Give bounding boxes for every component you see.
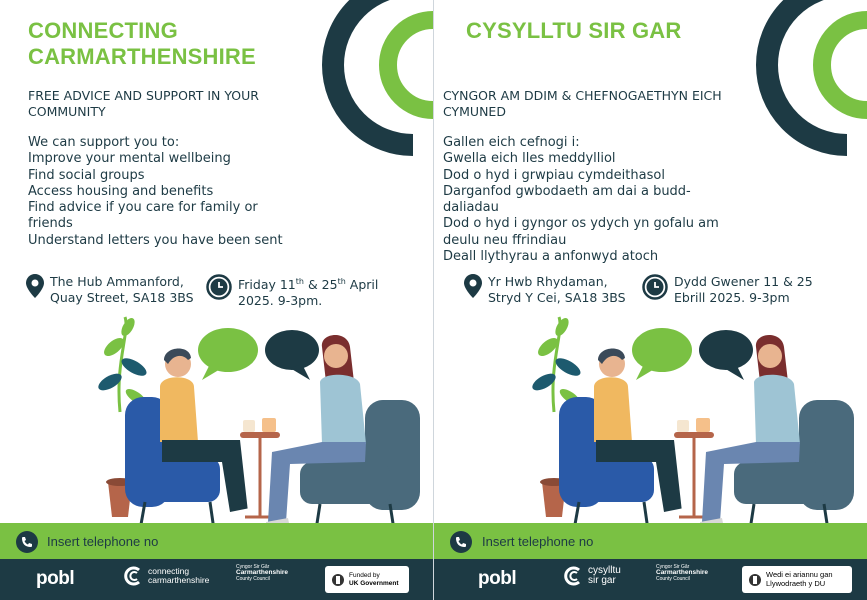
crest-icon: [332, 573, 344, 586]
pobl-logo: pobl: [36, 568, 75, 589]
support-intro: We can support you to:: [28, 135, 180, 150]
location: The Hub Ammanford, Quay Street, SA18 3BS: [26, 274, 194, 306]
two-people-chatting-illustration: [98, 316, 420, 531]
welsh-poster: CYSYLLTU SIR GAR CYNGOR AM DDIM & CHEFNO…: [434, 0, 867, 600]
support-list: Gallen eich cefnogi i: Gwella eich lles …: [443, 135, 743, 265]
map-pin-icon: [26, 274, 44, 298]
support-item: Find advice if you care for family or fr…: [28, 200, 258, 232]
location-line: The Hub Ammanford,: [50, 274, 184, 289]
poster-title: CYSYLLTU SIR GAR: [466, 18, 682, 43]
phone-icon: [450, 531, 472, 553]
support-item: Dod o hyd i gyngor os ydych yn gofalu am…: [443, 216, 719, 248]
decorative-arcs: [756, 0, 867, 156]
telephone-bar: [434, 523, 867, 559]
pobl-logo: pobl: [478, 568, 517, 589]
telephone-bar: [0, 523, 433, 559]
telephone-text: Insert telephone no: [482, 534, 594, 549]
cysylltu-sir-gar-logo: cysylltu sir gar: [564, 566, 621, 586]
date-line: Friday 11th & 25th April: [238, 277, 379, 293]
support-item: Deall llythyrau a anfonwyd atoch: [443, 249, 659, 265]
location-line: Yr Hwb Rhydaman,: [488, 274, 608, 289]
support-item: Understand letters you have been sent: [28, 232, 283, 248]
date-time: Dydd Gwener 11 & 25 Ebrill 2025. 9-3pm: [642, 274, 813, 306]
date-line: Ebrill 2025. 9-3pm: [674, 290, 790, 305]
clock-icon: [642, 274, 668, 300]
phone-icon: [16, 531, 38, 553]
connecting-carmarthenshire-logo: connecting carmarthenshire: [124, 566, 209, 586]
support-item: Improve your mental wellbeing: [28, 151, 231, 167]
telephone-text: Insert telephone no: [47, 534, 159, 549]
two-people-chatting-illustration: [532, 316, 854, 531]
decorative-arcs: [322, 0, 433, 156]
location-line: Stryd Y Cei, SA18 3BS: [488, 290, 626, 305]
poster-title: CONNECTING CARMARTHENSHIRE: [28, 18, 256, 69]
date-time: Friday 11th & 25th April 2025. 9-3pm.: [206, 274, 378, 309]
funded-by-uk-government-badge: Wedi ei ariannu gan Llywodraeth y DU: [742, 566, 852, 593]
poster-subtitle: FREE ADVICE AND SUPPORT IN YOUR COMMUNIT…: [28, 88, 259, 119]
crest-icon: [749, 573, 761, 586]
support-item: Dod o hyd i grwpiau cymdeithasol: [443, 167, 665, 183]
ring-icon: [564, 566, 580, 586]
carmarthenshire-council-logo: Cyngor Sir Gâr Carmarthenshire County Co…: [236, 564, 289, 582]
support-item: Access housing and benefits: [28, 183, 214, 199]
poster-subtitle: CYNGOR AM DDIM & CHEFNOGAETHYN EICH CYMU…: [443, 88, 722, 119]
location-line: Quay Street, SA18 3BS: [50, 290, 194, 305]
english-poster: CONNECTING CARMARTHENSHIRE FREE ADVICE A…: [0, 0, 433, 600]
support-item: Darganfod gwbodaeth am dai a budd-daliad…: [443, 183, 691, 216]
carmarthenshire-council-logo: Cyngor Sir Gâr Carmarthenshire County Co…: [656, 564, 709, 582]
panel-divider: [433, 0, 434, 600]
date-line: 2025. 9-3pm.: [238, 293, 323, 309]
funded-by-uk-government-badge: Funded by UK Government: [325, 566, 409, 593]
clock-icon: [206, 274, 232, 300]
ring-icon: [124, 566, 140, 586]
support-list: We can support you to: Improve your ment…: [28, 135, 328, 249]
date-line: Dydd Gwener 11 & 25: [674, 274, 813, 289]
support-item: Gwella eich lles meddylliol: [443, 151, 616, 167]
support-intro: Gallen eich cefnogi i:: [443, 135, 580, 150]
map-pin-icon: [464, 274, 482, 298]
location: Yr Hwb Rhydaman, Stryd Y Cei, SA18 3BS: [464, 274, 626, 306]
support-item: Find social groups: [28, 167, 145, 183]
